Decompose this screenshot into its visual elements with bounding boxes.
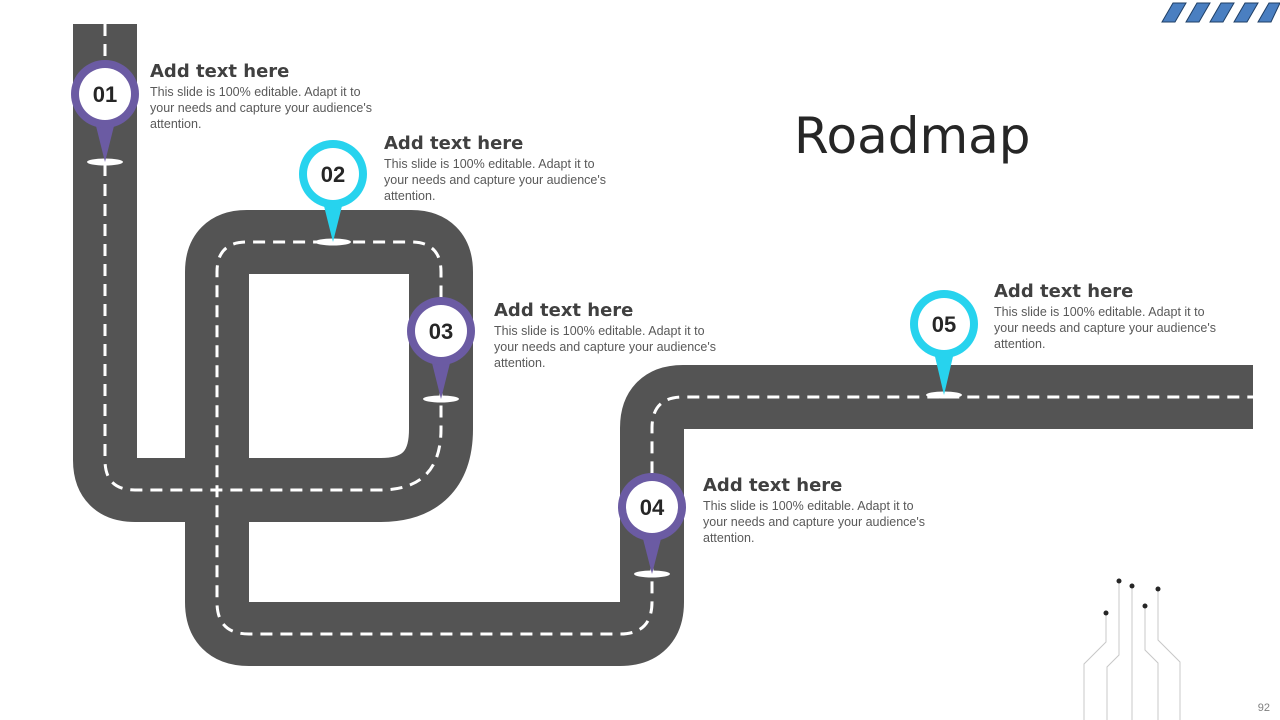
- circuit-node-5: [1155, 586, 1161, 592]
- milestone-02-description: This slide is 100% editable. Adapt it to…: [384, 157, 606, 203]
- pin-05: 05: [910, 290, 978, 399]
- stripe-1: [1161, 2, 1187, 23]
- circuit-line-2: [1106, 582, 1120, 720]
- stripe-3: [1209, 2, 1235, 23]
- circuit-nodes: [1103, 578, 1161, 616]
- slide-title: Roadmap: [794, 107, 1031, 165]
- pin-02-shape: [322, 198, 344, 242]
- circuit-decoration: [1083, 582, 1181, 720]
- circuit-line-4: [1144, 607, 1159, 720]
- circuit-node-2: [1116, 578, 1122, 584]
- pin-05-face: [918, 298, 970, 350]
- pin-05-shape: [933, 348, 955, 395]
- pin-05-number: 05: [932, 312, 956, 337]
- milestone-04-text: Add text here This slide is 100% editabl…: [703, 475, 933, 546]
- milestone-01-heading: Add text here: [150, 61, 290, 82]
- stripe-4: [1233, 2, 1259, 23]
- pin-01: 01: [71, 60, 139, 166]
- milestone-05-description: This slide is 100% editable. Adapt it to…: [994, 305, 1216, 351]
- pin-01-face: [79, 68, 131, 120]
- milestone-04-description: This slide is 100% editable. Adapt it to…: [703, 499, 925, 545]
- pin-04-face: [626, 481, 678, 533]
- pin-03: 03: [407, 297, 475, 403]
- milestone-05-text: Add text here This slide is 100% editabl…: [994, 281, 1224, 352]
- milestone-01-description: This slide is 100% editable. Adapt it to…: [150, 85, 372, 131]
- milestone-03-text: Add text here This slide is 100% editabl…: [494, 300, 724, 371]
- circuit-line-1: [1083, 614, 1107, 720]
- milestone-02-text: Add text here This slide is 100% editabl…: [384, 133, 614, 204]
- pin-01-shape: [94, 118, 116, 162]
- pin-02-number: 02: [321, 162, 345, 187]
- pin-03-face: [415, 305, 467, 357]
- milestone-01-text: Add text here This slide is 100% editabl…: [150, 61, 380, 132]
- circuit-node-1: [1103, 610, 1109, 616]
- milestone-05-heading: Add text here: [994, 281, 1134, 302]
- road-center-line: [103, 24, 1253, 636]
- page-number: 92: [1257, 702, 1270, 714]
- milestone-03-description: This slide is 100% editable. Adapt it to…: [494, 324, 716, 370]
- stripes-decoration: [1161, 2, 1280, 23]
- pin-03-shape: [430, 355, 452, 399]
- pin-02-face: [307, 148, 359, 200]
- pin-02: 02: [299, 140, 367, 246]
- pin-04-number: 04: [640, 495, 665, 520]
- circuit-line-5: [1157, 590, 1181, 720]
- pin-04-shape: [641, 531, 663, 574]
- milestone-03-heading: Add text here: [494, 300, 634, 321]
- pin-03-number: 03: [429, 319, 453, 344]
- milestone-02-heading: Add text here: [384, 133, 524, 154]
- milestone-04-heading: Add text here: [703, 475, 843, 496]
- stripe-2: [1185, 2, 1211, 23]
- pin-04: 04: [618, 473, 686, 578]
- circuit-node-4: [1142, 603, 1148, 609]
- stripe-5: [1257, 2, 1280, 23]
- pin-01-number: 01: [93, 82, 117, 107]
- circuit-node-3: [1129, 583, 1135, 589]
